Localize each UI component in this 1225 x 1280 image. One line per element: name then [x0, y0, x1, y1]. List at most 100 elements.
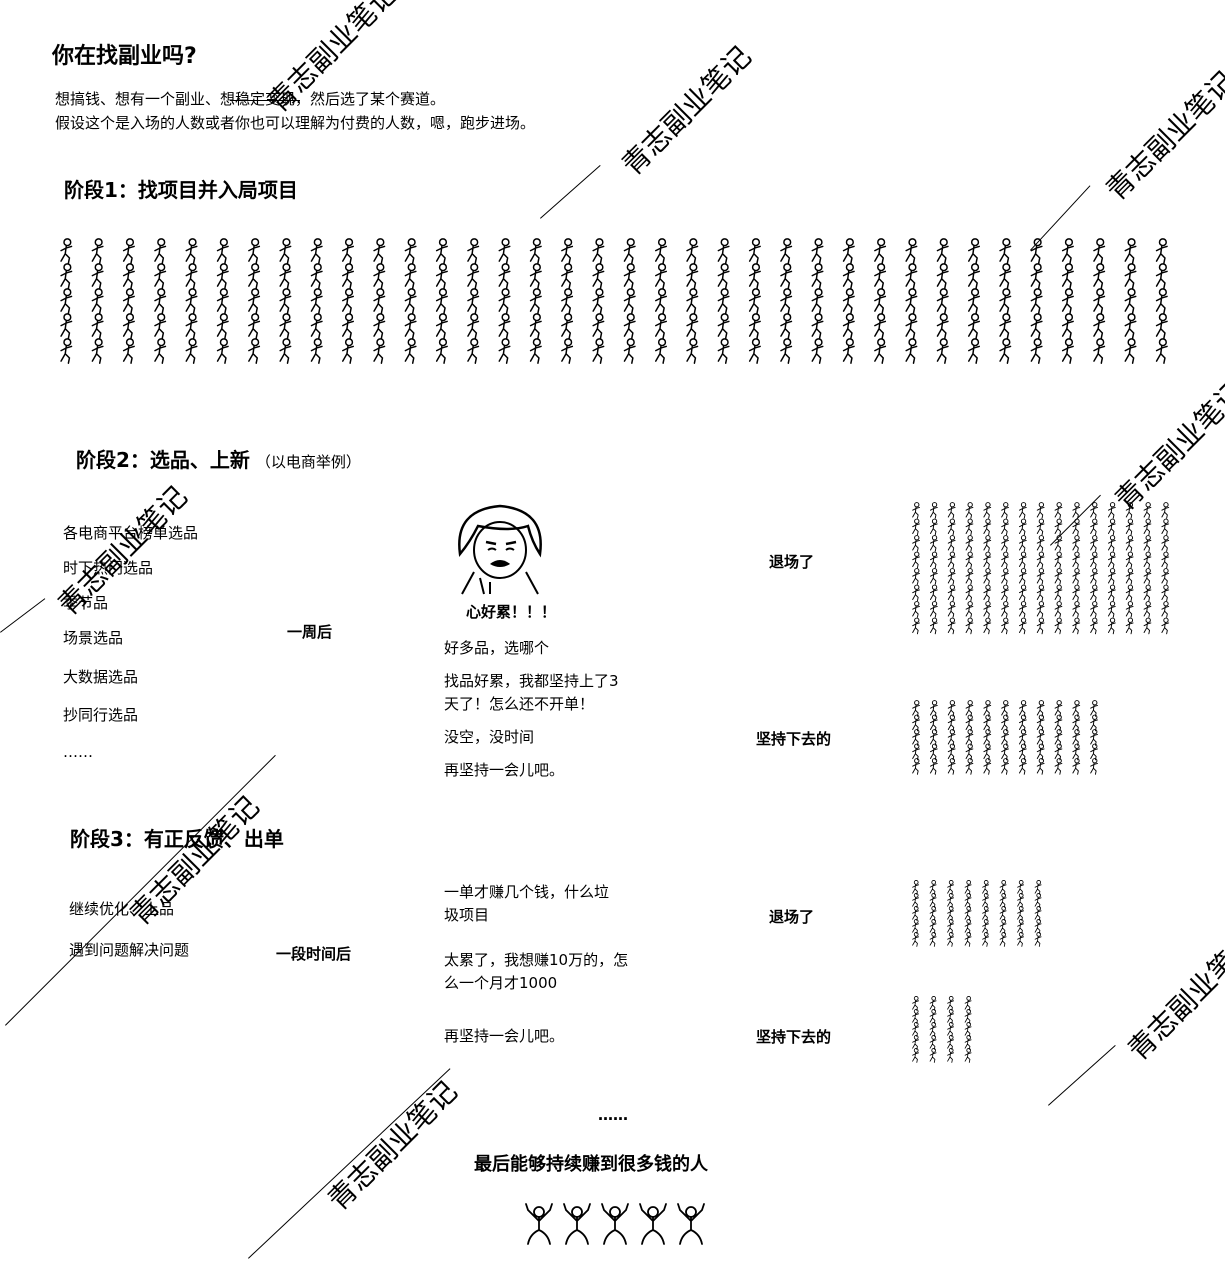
runner-figure-icon	[1093, 288, 1106, 314]
stage2-heading-text: 阶段2：选品、上新	[76, 448, 250, 472]
runner-figure-icon	[1090, 568, 1098, 585]
runner-figure-icon	[965, 743, 974, 761]
stage2-method-6: 抄同行选品	[63, 706, 139, 724]
runner-figure-icon	[216, 288, 229, 314]
runner-figure-icon	[1034, 932, 1042, 947]
runner-figure-icon	[1001, 743, 1009, 761]
runner-figure-icon	[498, 288, 511, 314]
runner-figure-icon	[185, 338, 198, 364]
runner-figure-icon	[929, 1022, 937, 1037]
runner-figure-icon	[435, 263, 448, 289]
runner-figure-icon	[279, 238, 292, 264]
runner-figure-icon	[1093, 238, 1106, 264]
watermark-text: 青志副业笔记	[123, 789, 266, 932]
runner-figure-icon	[968, 288, 980, 314]
runner-figure-icon	[60, 338, 73, 364]
runner-figure-icon	[623, 313, 636, 339]
runner-figure-icon	[561, 338, 574, 364]
runner-figure-icon	[1108, 518, 1116, 536]
runner-figure-icon	[1036, 617, 1045, 635]
runner-figure-icon	[947, 518, 956, 536]
watermark-line	[540, 165, 601, 219]
runner-figure-icon	[1090, 617, 1098, 635]
runner-figure-icon	[1161, 518, 1170, 536]
runner-figure-icon	[310, 288, 323, 314]
runner-figure-icon	[930, 714, 938, 732]
stage2-quit-crowd	[912, 502, 1170, 635]
runner-figure-icon	[1061, 263, 1074, 289]
runner-figure-icon	[1036, 518, 1045, 536]
runner-figure-icon	[342, 338, 354, 364]
runner-figure-icon	[529, 288, 542, 314]
runner-figure-icon	[1125, 535, 1134, 552]
runner-figure-icon	[1161, 535, 1170, 552]
runner-figure-icon	[999, 288, 1012, 314]
runner-figure-icon	[964, 1048, 972, 1063]
runner-figure-icon	[1036, 700, 1045, 717]
runner-figure-icon	[623, 263, 636, 289]
runner-figure-icon	[91, 238, 104, 264]
runner-figure-icon	[930, 758, 938, 775]
stage2-stay-label: 坚持下去的	[756, 730, 832, 748]
runner-figure-icon	[1019, 758, 1027, 775]
stage3-thought-1b: 圾项目	[444, 906, 490, 924]
meme-caption: 心好累！！！	[466, 603, 557, 621]
runner-figure-icon	[1036, 535, 1045, 552]
runner-figure-icon	[435, 313, 448, 339]
runner-figure-icon	[983, 535, 992, 552]
runner-figure-icon	[905, 338, 918, 364]
stage2-stay-crowd	[912, 700, 1098, 775]
runner-figure-icon	[982, 932, 990, 947]
runner-figure-icon	[912, 880, 920, 895]
runner-figure-icon	[623, 238, 636, 264]
runner-figure-icon	[467, 288, 480, 314]
runner-figure-icon	[1036, 568, 1045, 585]
runner-figure-icon	[842, 263, 855, 289]
runner-figure-icon	[930, 535, 938, 552]
runner-figure-icon	[947, 714, 956, 732]
runner-figure-icon	[912, 1035, 920, 1050]
ending-conclusion: 最后能够持续赚到很多钱的人	[474, 1154, 708, 1175]
runner-figure-icon	[1108, 601, 1116, 618]
runner-figure-icon	[947, 535, 956, 552]
stage2-method-4: 场景选品	[63, 629, 124, 647]
runner-figure-icon	[248, 313, 261, 339]
runner-figure-icon	[1036, 584, 1045, 602]
runner-figure-icon	[561, 288, 574, 314]
stage3-thought-2a: 太累了，我想赚10万的，怎	[444, 951, 629, 969]
runner-figure-icon	[965, 617, 974, 635]
runner-figure-icon	[929, 919, 937, 934]
runner-figure-icon	[1001, 518, 1009, 536]
stage3-heading: 阶段3：有正反馈、出单	[70, 827, 284, 851]
stage3-period: 一段时间后	[276, 945, 352, 963]
runner-figure-icon	[965, 551, 974, 569]
runner-figure-icon	[842, 238, 855, 264]
runner-figure-icon	[435, 338, 448, 364]
runner-figure-icon	[1001, 601, 1009, 618]
runner-figure-icon	[592, 313, 605, 339]
runner-figure-icon	[1155, 338, 1168, 364]
runner-figure-icon	[1124, 338, 1137, 364]
runner-figure-icon	[1036, 743, 1045, 761]
runner-figure-icon	[748, 288, 761, 314]
runner-figure-icon	[1034, 906, 1042, 921]
runner-figure-icon	[936, 338, 949, 364]
runner-figure-icon	[780, 238, 793, 264]
runner-figure-icon	[964, 932, 972, 947]
runner-figure-icon	[1030, 263, 1043, 289]
runner-figure-icon	[342, 313, 354, 339]
runner-figure-icon	[185, 238, 198, 264]
runner-figure-icon	[342, 263, 354, 289]
runner-figure-icon	[655, 238, 667, 264]
runner-figure-icon	[912, 758, 920, 775]
runner-figure-icon	[1034, 919, 1042, 934]
runner-figure-icon	[1090, 502, 1098, 519]
runner-figure-icon	[965, 502, 974, 519]
runner-figure-icon	[1061, 313, 1074, 339]
runner-figure-icon	[122, 288, 135, 314]
runner-figure-icon	[780, 338, 793, 364]
runner-figure-icon	[185, 288, 198, 314]
winners-cheering-icons	[525, 1203, 705, 1245]
runner-figure-icon	[1161, 551, 1170, 569]
runner-figure-icon	[1054, 518, 1063, 536]
